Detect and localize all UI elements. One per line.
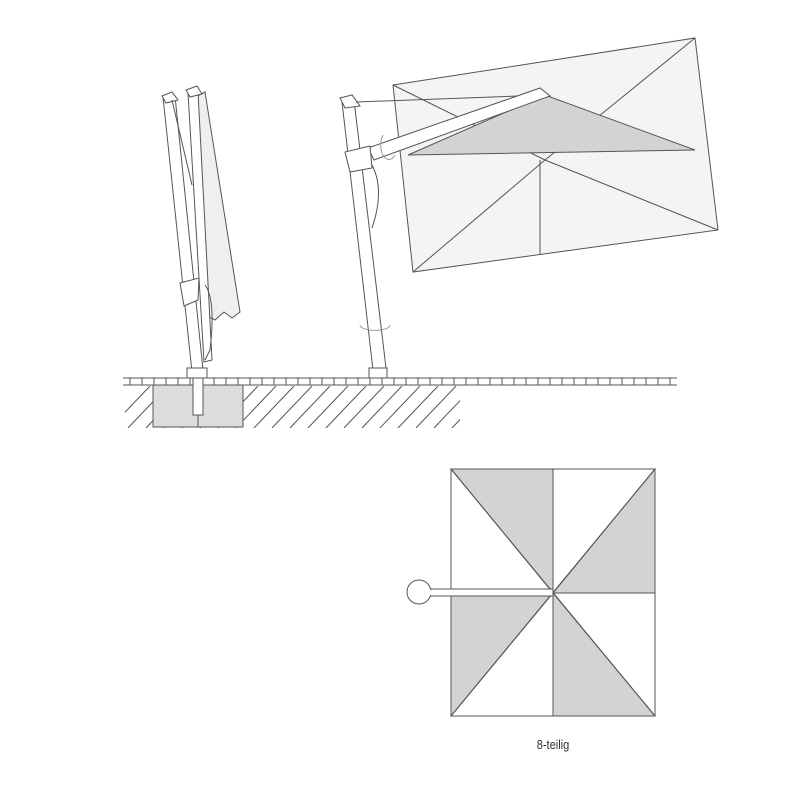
open-umbrella: [339, 37, 719, 379]
soil-hatch: [253, 386, 295, 428]
top-view-canopy: [406, 467, 657, 718]
soil-hatch: [307, 386, 349, 428]
ground-sleeve: [192, 374, 204, 416]
crank-plate: [179, 277, 200, 307]
soil-hatch: [125, 386, 151, 413]
canopy-outline: [392, 37, 719, 273]
arm: [367, 87, 552, 161]
soil-hatch: [325, 386, 367, 428]
canopy-underside: [407, 94, 696, 156]
ground: [123, 374, 677, 428]
soil-hatch: [451, 418, 460, 428]
soil-hatch: [379, 386, 421, 428]
soil-hatch: [397, 386, 439, 428]
soil-hatch: [271, 386, 313, 428]
mast-right: [341, 99, 387, 371]
arm-plate: [344, 145, 373, 173]
soil-hatch: [470, 386, 510, 428]
panel-count-caption: 8-teilig: [536, 737, 570, 752]
soil-hatch: [289, 386, 331, 428]
soil-hatch: [361, 386, 403, 428]
top-view-arm: [406, 579, 554, 605]
folded-umbrella: [161, 85, 241, 379]
soil-hatch: [343, 386, 385, 428]
soil-hatch: [415, 386, 457, 428]
soil-hatch: [433, 399, 460, 428]
